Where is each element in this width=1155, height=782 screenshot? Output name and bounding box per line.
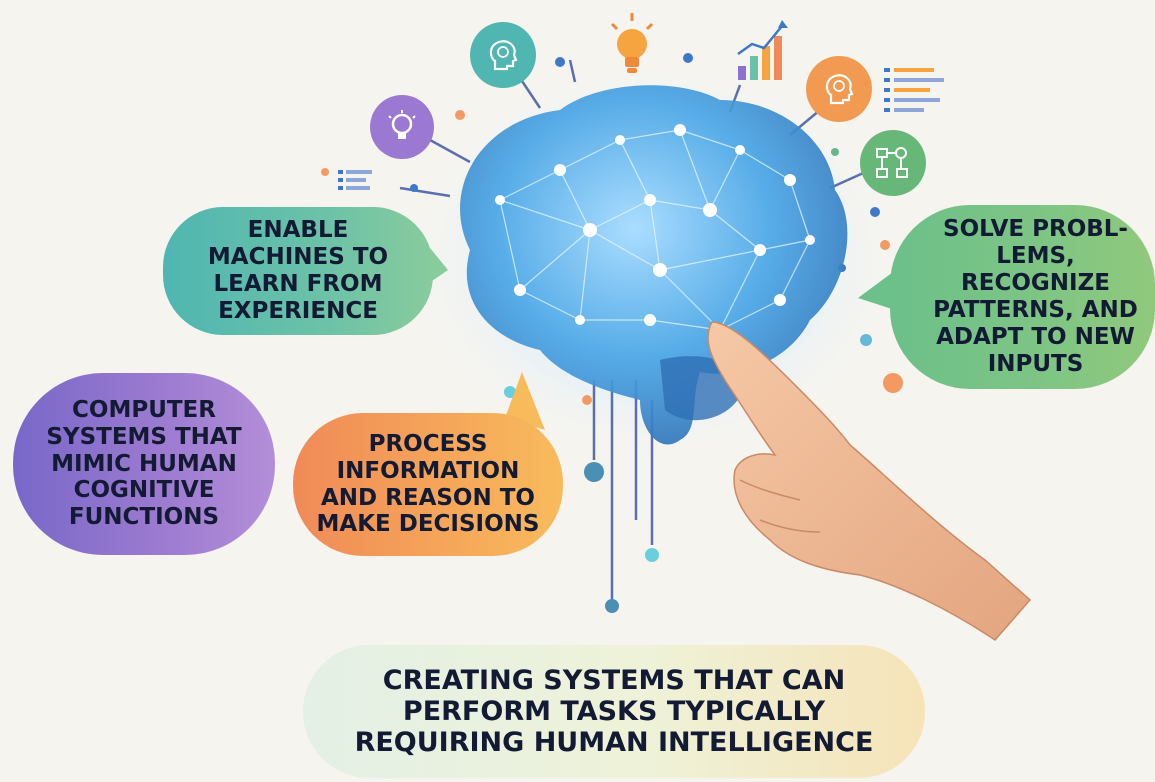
head-glyph xyxy=(825,74,854,105)
list-icon xyxy=(338,168,372,192)
bubble-tail-process xyxy=(505,372,545,430)
head-brain-icon xyxy=(470,22,536,88)
list-icon xyxy=(882,64,952,116)
hand-knuckle-line xyxy=(759,519,821,533)
bubble-process-text: PROCESS INFORMATION AND REASON TO MAKE D… xyxy=(316,430,540,538)
flowchart-glyph xyxy=(876,147,908,178)
lightbulb-icon xyxy=(370,95,434,159)
flowchart-icon xyxy=(860,130,926,196)
head-brain-icon xyxy=(806,56,872,122)
bubble-learn-text: ENABLE MACHINES TO LEARN FROM EXPERIENCE xyxy=(207,217,389,324)
bar-chart-icon xyxy=(732,14,792,84)
list-glyph xyxy=(884,68,944,112)
connector-dots xyxy=(321,53,903,613)
bubble-mimic-cognition: COMPUTER SYSTEMS THAT MIMIC HUMAN COGNIT… xyxy=(13,373,275,555)
head-glyph xyxy=(489,40,518,71)
pointing-hand xyxy=(707,321,1032,641)
brain-nodes xyxy=(495,124,815,335)
brain-network xyxy=(499,129,811,331)
bubble-process-information: PROCESS INFORMATION AND REASON TO MAKE D… xyxy=(293,413,563,556)
bubble-solve-text: SOLVE PROBL- LEMS, RECOGNIZE PATTERNS, A… xyxy=(933,216,1138,377)
bubble-learn-from-experience: ENABLE MACHINES TO LEARN FROM EXPERIENCE xyxy=(163,207,433,335)
main-definition-banner: CREATING SYSTEMS THAT CAN PERFORM TASKS … xyxy=(303,645,925,778)
lightbulb-icon xyxy=(606,10,658,82)
bubble-mimic-text: COMPUTER SYSTEMS THAT MIMIC HUMAN COGNIT… xyxy=(46,396,242,531)
hand-knuckle-line xyxy=(739,479,801,501)
bubble-tail-solve xyxy=(858,272,895,310)
lightbulb-color-glyph xyxy=(610,13,654,73)
main-definition-text: CREATING SYSTEMS THAT CAN PERFORM TASKS … xyxy=(354,664,874,759)
list-glyph xyxy=(338,170,372,190)
bubble-solve-problems: SOLVE PROBL- LEMS, RECOGNIZE PATTERNS, A… xyxy=(890,205,1155,389)
lightbulb-glyph xyxy=(388,110,416,139)
bar-chart-glyph xyxy=(737,20,788,80)
